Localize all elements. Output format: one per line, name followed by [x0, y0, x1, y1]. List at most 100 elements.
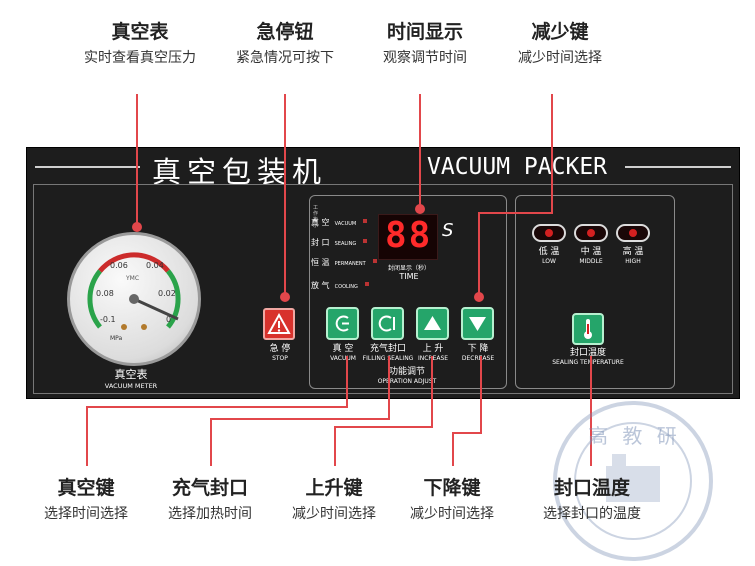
- vacuum-button[interactable]: [326, 307, 359, 340]
- indicator-led: [372, 258, 377, 263]
- leader-dot: [280, 292, 290, 302]
- callout-filling-sealing: 充气封口 选择加热时间: [150, 476, 270, 524]
- operation-label-cn: 功能调节: [388, 367, 425, 377]
- led-icon: [545, 229, 553, 237]
- gauge-dial-icon: [87, 252, 181, 330]
- divider-line: [35, 166, 140, 168]
- leader-line: [86, 406, 88, 466]
- decrease-button[interactable]: [461, 307, 494, 340]
- callout-time-display: 时间显示 观察调节时间: [360, 20, 490, 68]
- seal-label-cn: 封口温度: [569, 348, 606, 358]
- indicator-label-cn: 放 气: [311, 281, 330, 290]
- indicator-label-en: COOLING: [334, 284, 358, 290]
- down-triangle-icon: [469, 317, 486, 331]
- gauge-label-cn: 真空表: [114, 368, 148, 381]
- indicator-label-cn: 恒 温: [311, 258, 330, 267]
- leader-line: [334, 426, 433, 428]
- indicator-sealing: 封 口 SEALING: [311, 230, 391, 247]
- callout-desc: 紧急情况可按下: [236, 50, 334, 66]
- seal-label-en: SEALING TEMPERATURE: [552, 359, 624, 366]
- leader-line: [551, 94, 553, 214]
- panel-title-en: VACUUM PACKER: [427, 154, 608, 180]
- high-temp-label: 高 温 HIGH: [608, 247, 658, 266]
- gauge-scale-label: 0.02: [158, 289, 176, 298]
- low-temp-indicator[interactable]: [532, 224, 566, 242]
- callout-title: 充气封口: [171, 477, 248, 499]
- vacuum-button-label: 真 空 VACUUM: [314, 344, 372, 363]
- decrease-button-label: 下 降 DECREASE: [449, 344, 507, 363]
- stop-label-cn: 急 停: [269, 344, 291, 354]
- button-label-en: VACUUM: [330, 355, 356, 362]
- panel-frame: [33, 184, 733, 394]
- leader-dot: [132, 222, 142, 232]
- indicator-led: [363, 238, 368, 243]
- indicator-label-cn: 真 空: [311, 218, 330, 227]
- callout-desc: 减少时间选择: [292, 506, 376, 522]
- leader-line: [478, 212, 553, 214]
- sealing-temperature-label: 封口温度 SEALING TEMPERATURE: [543, 348, 633, 367]
- middle-temp-indicator[interactable]: [574, 224, 608, 242]
- vacuum-packer-panel: 真空包装机 VACUUM PACKER 0.06 0.04 0.08 0.02 …: [26, 147, 740, 399]
- leader-dot: [474, 292, 484, 302]
- time-label-en: TIME: [399, 272, 419, 281]
- watermark-seal: [553, 401, 713, 561]
- indicator-label-en: VACUUM: [334, 221, 357, 227]
- emergency-stop-button[interactable]: [263, 308, 295, 340]
- seal-icon: [378, 315, 395, 332]
- callout-title: 急停钮: [256, 21, 314, 43]
- low-temp-label: 低 温 LOW: [524, 247, 574, 266]
- increase-button-label: 上 升 INCREASE: [404, 344, 462, 363]
- gauge-scale-label: 0.04: [146, 261, 164, 270]
- temp-label-cn: 低 温: [538, 247, 560, 257]
- vacuum-icon: [335, 315, 349, 332]
- callout-title: 封口温度: [553, 477, 630, 499]
- gauge-brand-label: YMC: [126, 275, 140, 282]
- leader-line: [86, 406, 348, 408]
- time-unit: S: [442, 220, 454, 241]
- temp-label-en: MIDDLE: [579, 258, 603, 265]
- gauge-label: 真空表 VACUUM METER: [75, 366, 187, 390]
- button-label-cn: 下 降: [467, 344, 489, 354]
- watermark-text: 高 教 研: [588, 424, 681, 448]
- gauge-label-en: VACUUM METER: [104, 382, 158, 390]
- callout-sealing-temperature: 封口温度 选择封口的温度: [522, 476, 662, 524]
- stop-label-en: STOP: [272, 355, 288, 362]
- vacuum-gauge: 0.06 0.04 0.08 0.02 -0.1 0 MPa YMC: [67, 232, 201, 366]
- indicator-label-cn: 封 口: [311, 238, 330, 247]
- callout-desc: 减少时间选择: [410, 506, 494, 522]
- callout-emergency-stop: 急停钮 紧急情况可按下: [220, 20, 350, 68]
- callout-decrease-key-bottom: 下降键 减少时间选择: [392, 476, 512, 524]
- sealing-temperature-button[interactable]: [572, 313, 604, 345]
- gauge-scale-label: -0.1: [100, 315, 116, 324]
- leader-line: [431, 356, 433, 428]
- warning-icon: [267, 312, 291, 334]
- gauge-unit-label: MPa: [110, 335, 123, 342]
- thermometer-icon: [584, 319, 592, 339]
- leader-line: [210, 418, 390, 420]
- temp-label-cn: 高 温: [622, 247, 644, 257]
- leader-line: [478, 212, 480, 298]
- callout-desc: 选择时间选择: [44, 506, 128, 522]
- indicator-vacuum: 真 空 VACUUM: [311, 210, 391, 227]
- leader-dot: [415, 204, 425, 214]
- gauge-scale-label: 0.06: [110, 261, 128, 270]
- operation-adjust-label: 功能调节 OPERATION ADJUST: [347, 367, 467, 386]
- high-temp-indicator[interactable]: [616, 224, 650, 242]
- button-label-cn: 真 空: [332, 344, 354, 354]
- operation-label-en: OPERATION ADJUST: [377, 378, 437, 385]
- callout-vacuum-key: 真空键 选择时间选择: [26, 476, 146, 524]
- leader-line: [452, 432, 482, 434]
- button-label-en: INCREASE: [417, 355, 449, 362]
- callout-desc: 实时查看真空压力: [84, 50, 196, 66]
- indicator-label-en: SEALING: [334, 241, 357, 247]
- callout-title: 下降键: [423, 477, 481, 499]
- leader-line: [419, 94, 421, 208]
- filling-sealing-button[interactable]: [371, 307, 404, 340]
- leader-line: [210, 418, 212, 466]
- button-label-en: DECREASE: [461, 355, 495, 362]
- temp-label-en: HIGH: [625, 258, 641, 265]
- time-label-cn: 封闭显示（秒）: [387, 265, 430, 272]
- callout-title: 真空键: [57, 477, 115, 499]
- increase-button[interactable]: [416, 307, 449, 340]
- callout-desc: 减少时间选择: [518, 50, 602, 66]
